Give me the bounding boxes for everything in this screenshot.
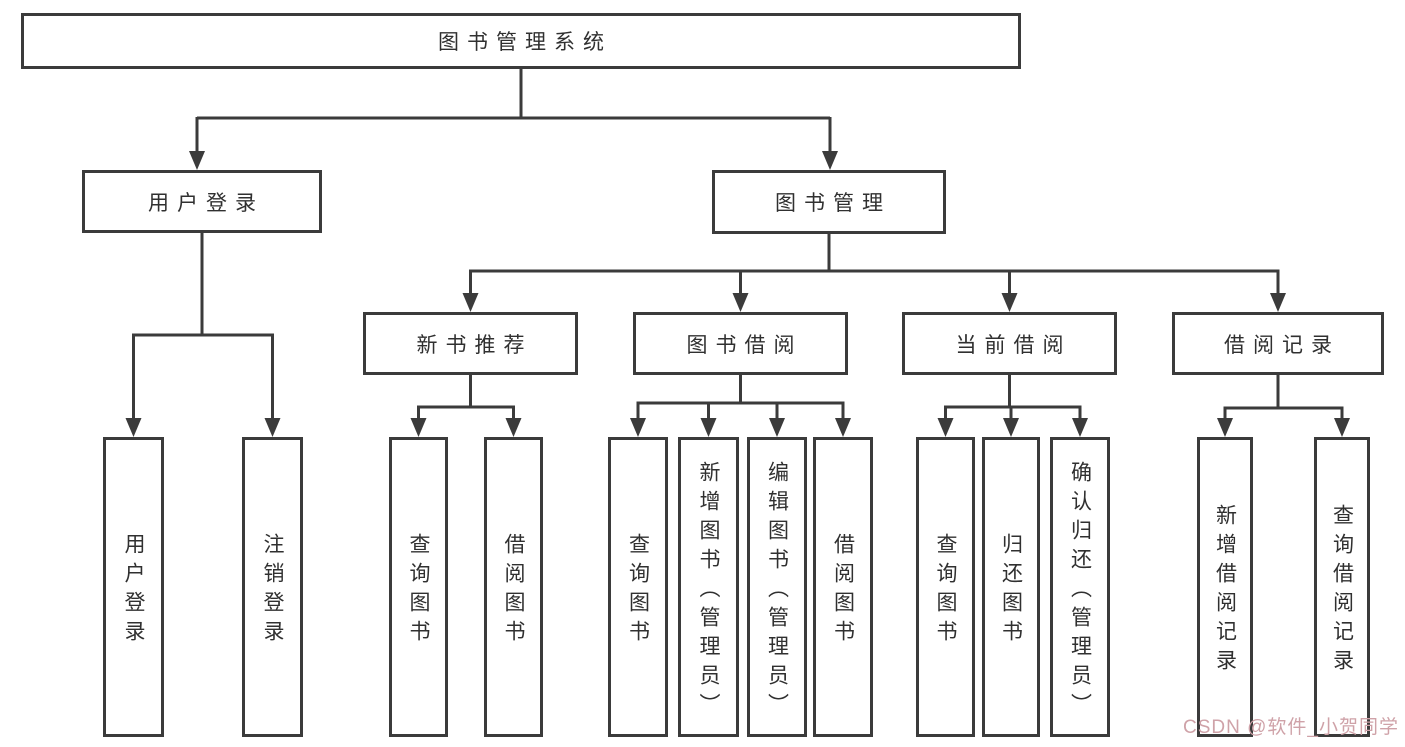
node-leaf-borrow-book-1: 借阅图书 [484, 437, 543, 737]
node-leaf-return-book: 归还图书 [982, 437, 1040, 737]
node-label: 查询图书 [934, 533, 957, 649]
node-label: 图书管理 [775, 192, 891, 215]
csdn-watermark: CSDN @软件_小贺同学 [1183, 717, 1399, 738]
connector-new-book-children [410, 375, 522, 437]
node-leaf-borrow-book-2: 借阅图书 [813, 437, 873, 737]
node-label: 新书推荐 [416, 333, 533, 357]
node-leaf-edit-book-admin: 编辑图书（管理员） [747, 437, 807, 737]
node-leaf-query-borrow-record: 查询借阅记录 [1314, 437, 1370, 737]
node-label: 用户登录 [148, 191, 264, 215]
node-current-borrow: 当前借阅 [902, 312, 1117, 375]
node-borrow-record: 借阅记录 [1172, 312, 1384, 375]
node-label: 注销登录 [261, 533, 284, 649]
connector-borrow-record-children [1217, 375, 1350, 437]
node-leaf-add-book-admin: 新增图书（管理员） [678, 437, 739, 737]
node-label: 确认归还（管理员） [1068, 460, 1092, 722]
node-label: 用户登录 [122, 533, 145, 649]
node-leaf-query-book-3: 查询图书 [916, 437, 975, 737]
node-label: 查询图书 [407, 533, 430, 649]
node-label: 图书借阅 [686, 333, 803, 357]
node-leaf-query-book-2: 查询图书 [608, 437, 668, 737]
connector-user-login-children [125, 233, 281, 437]
node-book-management: 图书管理 [712, 170, 946, 234]
node-label: 查询借阅记录 [1330, 504, 1354, 678]
node-label: 当前借阅 [955, 333, 1072, 357]
node-label: 借阅记录 [1224, 333, 1340, 357]
node-label: 编辑图书（管理员） [765, 460, 789, 722]
node-leaf-logout: 注销登录 [242, 437, 303, 737]
connector-book-borrow-children [630, 375, 851, 437]
node-label: 查询图书 [626, 533, 650, 649]
connector-book-management-children [462, 234, 1286, 312]
node-label: 借阅图书 [831, 533, 855, 649]
node-label: 归还图书 [999, 533, 1023, 649]
node-label: 借阅图书 [502, 533, 525, 649]
connector-current-borrow-children [937, 375, 1088, 437]
node-label: 图书管理系统 [438, 31, 612, 54]
node-root-system: 图书管理系统 [21, 13, 1021, 69]
node-leaf-user-login: 用户登录 [103, 437, 164, 737]
node-new-book-recommend: 新书推荐 [363, 312, 578, 375]
node-label: 新增借阅记录 [1213, 504, 1237, 678]
node-leaf-add-borrow-record: 新增借阅记录 [1197, 437, 1253, 737]
node-label: 新增图书（管理员） [697, 460, 720, 722]
node-user-login: 用户登录 [82, 170, 322, 233]
node-leaf-query-book-1: 查询图书 [389, 437, 448, 737]
node-book-borrow: 图书借阅 [633, 312, 848, 375]
node-leaf-confirm-return-admin: 确认归还（管理员） [1050, 437, 1110, 737]
connector-root-to-level2 [189, 69, 838, 170]
